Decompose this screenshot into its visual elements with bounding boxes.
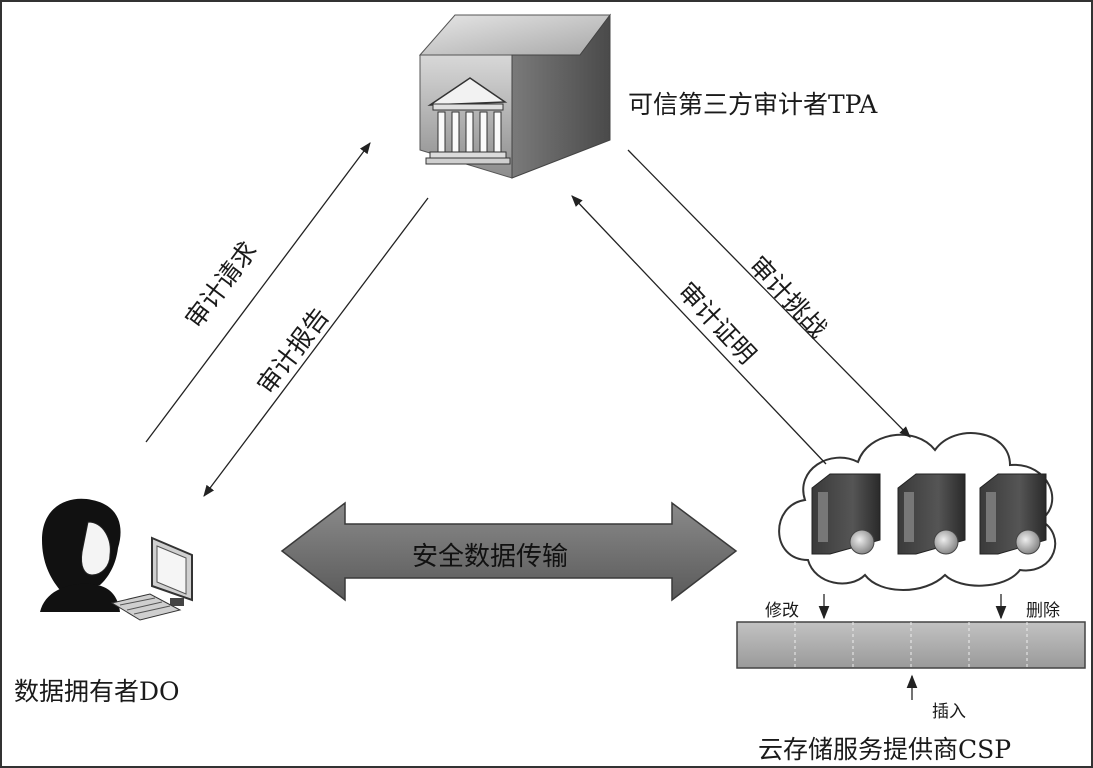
bank-building-icon	[418, 13, 611, 179]
delete-label: 删除	[1026, 601, 1060, 621]
insert-label: 插入	[932, 702, 966, 722]
audit-report-arrow	[203, 197, 429, 497]
audit-request-arrow	[145, 142, 371, 443]
csp-label: 云存储服务提供商CSP	[758, 735, 1012, 764]
audit-proof-arrow	[571, 195, 827, 465]
secure-transfer-label: 安全数据传输	[412, 542, 569, 572]
user-computer-icon	[40, 498, 193, 621]
storage-block-strip	[736, 621, 1086, 669]
cloud-servers-icon	[778, 432, 1057, 591]
modify-label: 修改	[765, 601, 799, 621]
audit-challenge-arrow	[627, 149, 911, 438]
tpa-label: 可信第三方审计者TPA	[628, 90, 878, 119]
do-label: 数据拥有者DO	[14, 677, 180, 706]
secure-transfer-arrow	[280, 501, 738, 602]
